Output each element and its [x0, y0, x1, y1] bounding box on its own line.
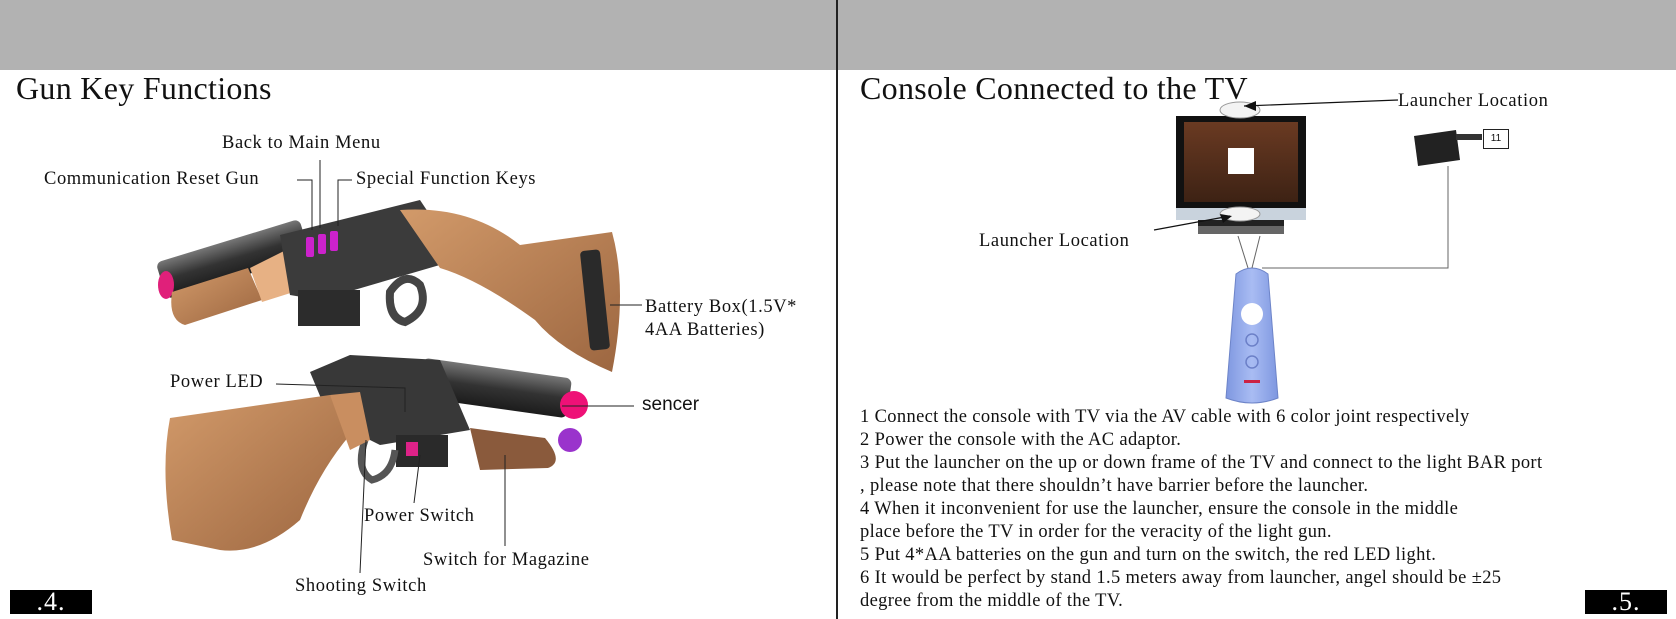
- instruction-list: 1 Connect the console with TV via the AV…: [860, 406, 1660, 613]
- label-launcher-location-top: Launcher Location: [1398, 91, 1549, 111]
- instruction-line: place before the TV in order for the ver…: [860, 522, 1332, 542]
- label-sencer: sencer: [642, 394, 700, 415]
- instruction-line: 2 Power the console with the AC adaptor.: [860, 430, 1182, 450]
- label-shooting-switch: Shooting Switch: [295, 576, 427, 596]
- label-power-led: Power LED: [170, 372, 264, 392]
- ac-adapter-illustration: [1414, 130, 1482, 166]
- instruction-line: 4 When it inconvenient for use the launc…: [860, 499, 1459, 519]
- left-leader-lines: [275, 160, 642, 574]
- instruction-line: 5 Put 4*AA batteries on the gun and turn…: [860, 545, 1437, 565]
- right-header-band: [838, 0, 1676, 70]
- label-power-switch: Power Switch: [364, 506, 475, 526]
- instruction-line: degree from the middle of the TV.: [860, 591, 1124, 611]
- label-special-function-keys: Special Function Keys: [356, 169, 537, 189]
- right-page-title: Console Connected to the TV: [860, 70, 1248, 106]
- instruction-line: 6 It would be perfect by stand 1.5 meter…: [860, 568, 1502, 588]
- label-switch-for-magazine: Switch for Magazine: [423, 550, 590, 570]
- instruction-line: 3 Put the launcher on the up or down fra…: [860, 453, 1543, 473]
- upper-gun-illustration: [157, 200, 620, 372]
- page-divider: [836, 0, 838, 619]
- instruction-line: , please note that there shouldn’t have …: [860, 476, 1369, 496]
- console-illustration: [1225, 267, 1279, 404]
- label-launcher-location-left: Launcher Location: [979, 231, 1130, 251]
- label-battery-box-line2: 4AA Batteries): [645, 320, 765, 340]
- label-communication-reset-gun: Communication Reset Gun: [44, 169, 260, 189]
- adapter-tag: 11: [1483, 129, 1509, 149]
- left-header-band: [0, 0, 836, 70]
- cable-lines: [1237, 166, 1449, 269]
- right-page-number: .5.: [1585, 589, 1667, 615]
- tv-illustration: [1176, 101, 1306, 234]
- arrowheads: [1220, 101, 1256, 223]
- right-leader-lines: [1153, 99, 1399, 231]
- left-page-title: Gun Key Functions: [16, 70, 272, 106]
- lower-gun-illustration: [165, 355, 588, 551]
- left-page-number: .4.: [10, 589, 92, 615]
- label-back-to-main-menu: Back to Main Menu: [222, 133, 381, 153]
- instruction-line: 1 Connect the console with TV via the AV…: [860, 407, 1470, 427]
- label-battery-box-line1: Battery Box(1.5V*: [645, 297, 798, 317]
